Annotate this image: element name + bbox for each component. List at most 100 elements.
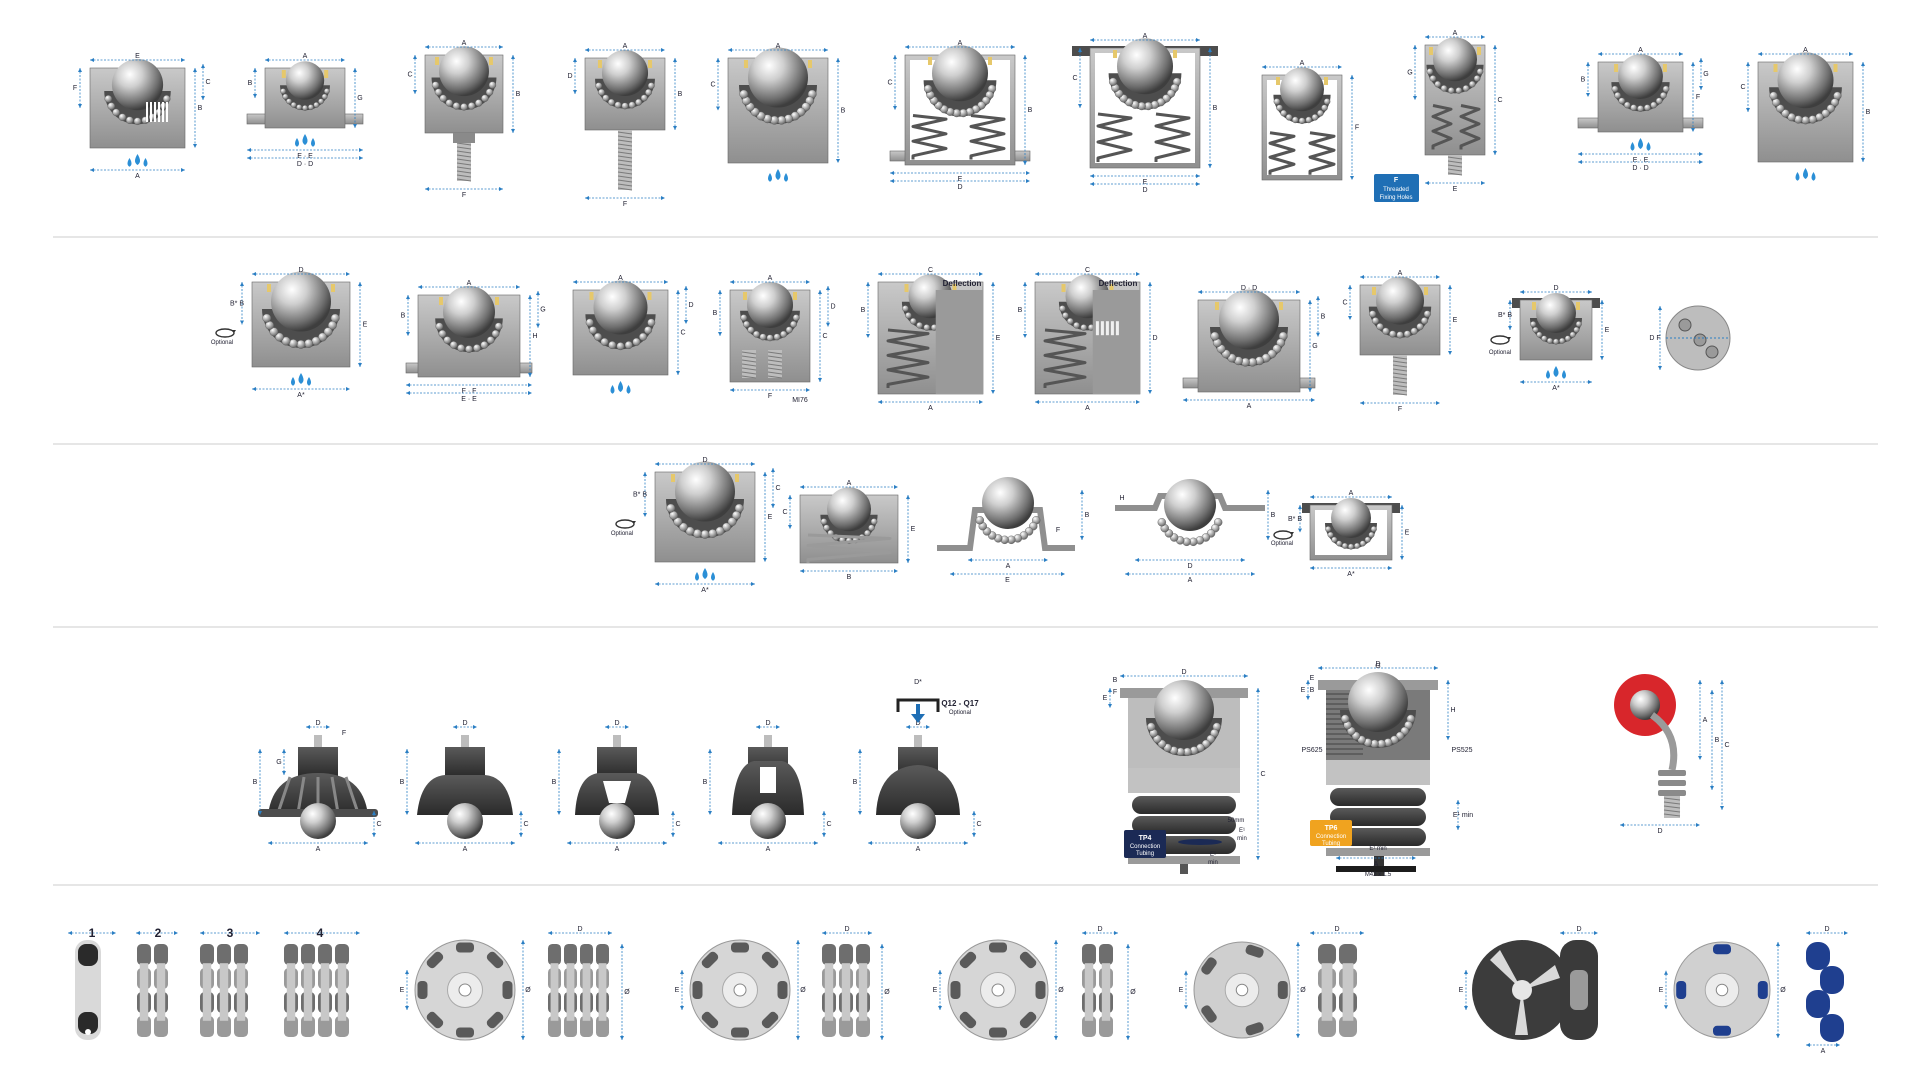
arrow-head [880, 1036, 884, 1040]
wheel-roller-icon [777, 981, 788, 999]
arrow-head [620, 944, 624, 948]
dimension-label: B [552, 779, 557, 786]
steel-ball-icon [1219, 289, 1279, 350]
arrow-head [1023, 282, 1027, 286]
thread-line [617, 135, 633, 139]
support-bead [1623, 101, 1631, 109]
support-bead [773, 333, 781, 341]
thread-line [456, 154, 472, 158]
arrow-head [905, 45, 909, 49]
thread-line [456, 158, 472, 162]
arrow-head [112, 931, 116, 935]
thread-line [1447, 160, 1463, 164]
seal [597, 60, 602, 68]
arrow-head [282, 749, 286, 753]
hub [236, 963, 246, 1021]
thread-line [617, 143, 633, 147]
steel-ball-icon [1376, 276, 1424, 325]
dimension-label: B [1581, 77, 1586, 84]
arrow-head [521, 1036, 525, 1040]
arrow-head [893, 55, 897, 59]
dimension-label: D [688, 302, 693, 309]
arrow-head [499, 45, 503, 49]
support-bead [275, 332, 284, 342]
arrow-head [906, 559, 910, 563]
dimension-label: B* B [230, 300, 244, 307]
arrow-head [756, 725, 760, 729]
arrow-head [405, 1006, 409, 1010]
dimension-label: A [776, 43, 781, 50]
seal [743, 292, 747, 300]
arrow-head [256, 931, 260, 935]
arrow-head [671, 833, 675, 837]
arrow-head [716, 58, 720, 62]
dimension-label: G [1375, 663, 1380, 670]
unit-r1-02: AE · ED · DGB [246, 53, 364, 168]
dimension-label: E [1405, 530, 1410, 537]
hub [824, 963, 834, 1021]
wheel-roller-icon [761, 951, 779, 969]
spring-icon [1043, 328, 1087, 388]
arrow-head [1664, 1005, 1668, 1010]
vent-slot [146, 102, 148, 122]
dimension-label: F [623, 201, 627, 208]
arrow-head [671, 811, 675, 815]
wheel-hub [1512, 980, 1532, 1000]
arrow-head [1746, 108, 1750, 112]
support-bead [1532, 326, 1539, 333]
arrow-head [1348, 285, 1352, 289]
support-bead [1564, 335, 1571, 342]
steel-ball-icon [1117, 38, 1173, 95]
dimension-label: A [467, 280, 472, 287]
dimension-label: A* [1347, 571, 1355, 578]
arrow-head [1493, 45, 1497, 49]
support-bead [328, 320, 337, 330]
dimension-label: D [844, 926, 849, 933]
wheel-roller-icon [761, 1011, 779, 1029]
support-bead [296, 104, 303, 111]
support-bead [449, 341, 458, 349]
arrow-head [1023, 55, 1027, 59]
steel-ball-icon [1777, 52, 1834, 109]
hub [550, 963, 559, 1021]
arrow-head [1698, 680, 1702, 684]
unit-r2-09: DA*EB* B [1498, 285, 1610, 392]
dimension-label: D · D [1632, 165, 1648, 172]
arrow-head [1598, 52, 1602, 56]
seal [1173, 50, 1177, 58]
castor-bell [876, 765, 960, 815]
support-bead [1280, 109, 1287, 117]
support-bead [473, 344, 481, 352]
dimension-label: B [853, 779, 858, 786]
arrow-head [78, 104, 82, 108]
spindle [314, 735, 322, 749]
support-bead [645, 88, 652, 96]
arrow-head [1082, 931, 1086, 935]
arrow-head [78, 68, 82, 72]
arrow-head [258, 811, 262, 815]
arrow-head [858, 749, 862, 753]
water-drop-icon [135, 154, 140, 165]
dimension-label: D [1334, 926, 1339, 933]
support-bead [1830, 98, 1839, 107]
wheel-roller-icon [1245, 1022, 1264, 1036]
optional-label: Optional [1271, 541, 1293, 547]
wheel-roller-icon [1339, 1016, 1357, 1037]
arrow-head [878, 272, 882, 276]
arrow-head [1520, 380, 1524, 384]
omni-wheel-2-dims: DØ [822, 926, 890, 1040]
support-bead [1298, 117, 1306, 125]
arrow-head [1806, 931, 1810, 935]
arrow-head [1350, 75, 1354, 79]
dimension-label: E [1453, 317, 1458, 324]
water-drop-icon [1638, 138, 1643, 149]
omni-wheel-5: EØD [1459, 926, 1598, 1040]
dimension-label: D [830, 303, 835, 310]
support-bead [307, 104, 314, 111]
support-bead [323, 327, 333, 337]
tp4-sub: Tubing [1136, 851, 1154, 857]
support-bead [460, 103, 468, 111]
